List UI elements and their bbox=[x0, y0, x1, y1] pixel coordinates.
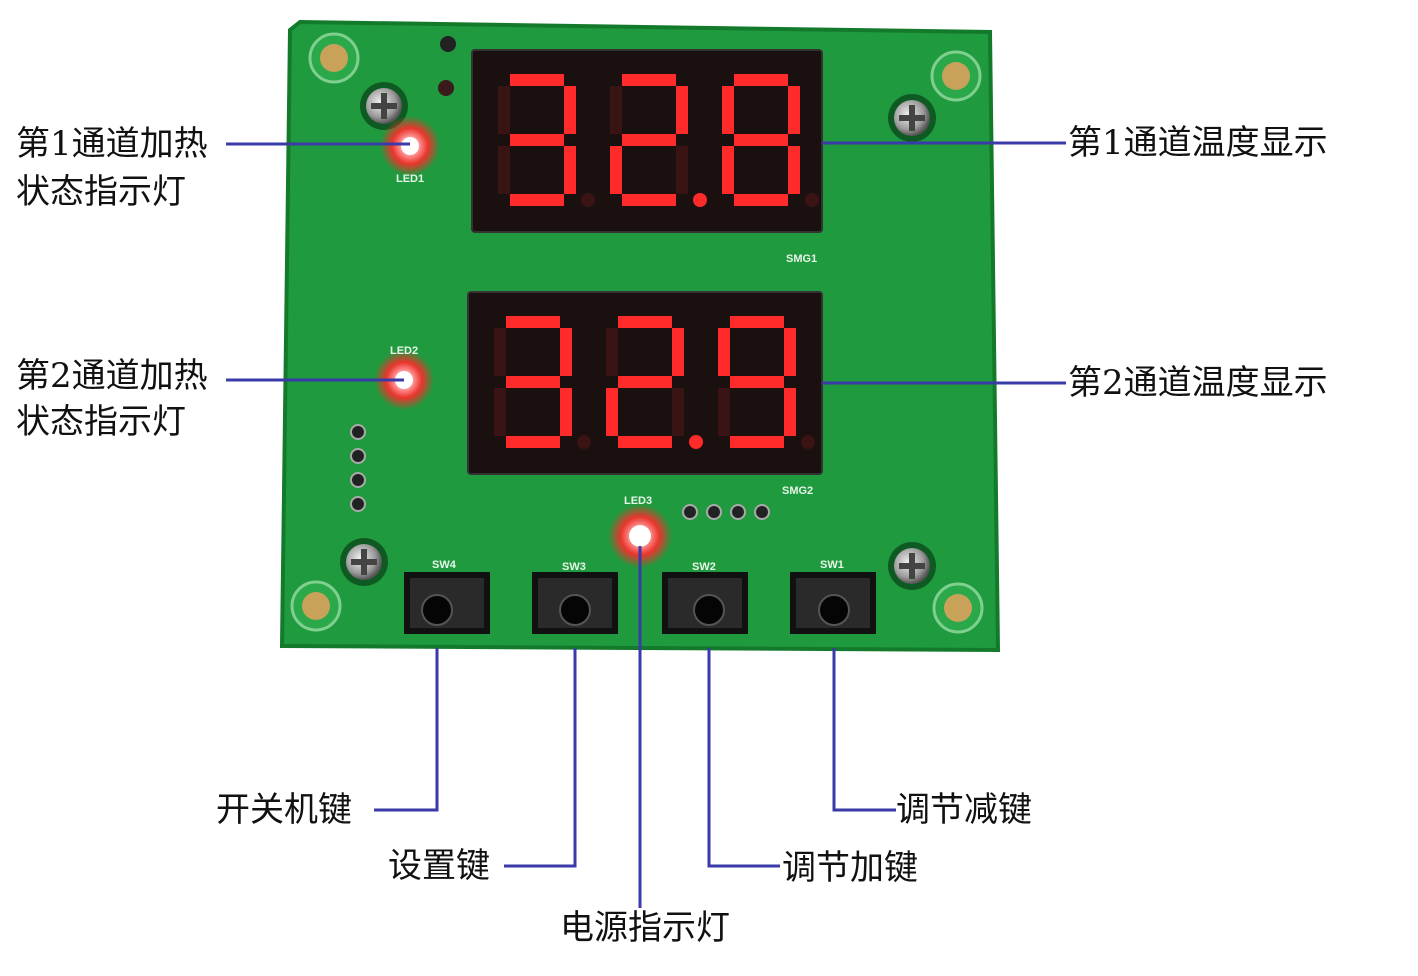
segment-a bbox=[510, 74, 564, 86]
segment-a bbox=[618, 316, 672, 328]
silk-sw2: SW2 bbox=[692, 561, 716, 573]
silk-smg1: SMG1 bbox=[786, 253, 817, 265]
segment-d bbox=[622, 194, 676, 206]
screw-icon bbox=[888, 94, 936, 142]
decimal-point bbox=[689, 435, 703, 449]
digit-1 bbox=[494, 316, 591, 449]
leader-sw1 bbox=[832, 648, 896, 812]
screw-icon bbox=[340, 538, 388, 586]
label-power-key: 开关机键 bbox=[216, 790, 352, 830]
segment-c bbox=[672, 388, 684, 436]
display-2-digits bbox=[494, 316, 815, 449]
led3-power-indicator bbox=[608, 504, 672, 568]
segment-d bbox=[734, 194, 788, 206]
segment-b bbox=[564, 86, 576, 134]
segment-e bbox=[494, 388, 506, 436]
decimal-point bbox=[581, 193, 595, 207]
segment-d bbox=[510, 194, 564, 206]
segment-f bbox=[610, 86, 622, 134]
digit-2 bbox=[610, 74, 707, 207]
display-1-digits bbox=[498, 74, 819, 207]
silk-smg2: SMG2 bbox=[782, 485, 813, 497]
leader-sw4 bbox=[374, 648, 439, 812]
segment-e bbox=[606, 388, 618, 436]
screw-icon bbox=[360, 82, 408, 130]
decimal-point bbox=[805, 193, 819, 207]
label-power-led: 电源指示灯 bbox=[560, 908, 730, 948]
silk-led2: LED2 bbox=[390, 345, 418, 357]
segment-c bbox=[784, 388, 796, 436]
label-ch1-heat-line1: 第1通道加热 bbox=[16, 124, 208, 164]
screw-icon bbox=[888, 542, 936, 590]
segment-f bbox=[606, 328, 618, 376]
segment-a bbox=[506, 316, 560, 328]
label-ch1-heat-line2: 状态指示灯 bbox=[16, 172, 186, 212]
led1-heat-indicator bbox=[380, 116, 440, 176]
label-down-key: 调节减键 bbox=[896, 790, 1032, 830]
segment-c bbox=[788, 146, 800, 194]
silk-sw3: SW3 bbox=[562, 561, 586, 573]
leader-sw3 bbox=[504, 648, 577, 868]
segment-g bbox=[622, 134, 676, 146]
segment-c bbox=[564, 146, 576, 194]
segment-g bbox=[510, 134, 564, 146]
segment-b bbox=[560, 328, 572, 376]
segment-a bbox=[622, 74, 676, 86]
segment-c bbox=[676, 146, 688, 194]
label-ch2-heat-line1: 第2通道加热 bbox=[16, 356, 208, 396]
segment-d bbox=[618, 436, 672, 448]
segment-d bbox=[730, 436, 784, 448]
segment-g bbox=[730, 376, 784, 388]
segment-a bbox=[730, 316, 784, 328]
digit-1 bbox=[498, 74, 595, 207]
label-ch2-heat-line2: 状态指示灯 bbox=[16, 402, 186, 442]
push-button-sw1[interactable] bbox=[790, 572, 876, 634]
decimal-point bbox=[801, 435, 815, 449]
silk-sw4: SW4 bbox=[432, 559, 457, 571]
label-up-key: 调节加键 bbox=[782, 848, 918, 888]
segment-f bbox=[498, 86, 510, 134]
segment-b bbox=[672, 328, 684, 376]
push-button-sw3[interactable] bbox=[532, 572, 618, 634]
silk-led1: LED1 bbox=[396, 173, 424, 185]
header-pins bbox=[682, 504, 770, 520]
label-ch2-temp: 第2通道温度显示 bbox=[1068, 363, 1328, 403]
segment-c bbox=[560, 388, 572, 436]
segment-b bbox=[788, 86, 800, 134]
label-set-key: 设置键 bbox=[388, 846, 490, 886]
segment-e bbox=[498, 146, 510, 194]
mounting-hole-icon bbox=[308, 32, 360, 84]
segment-b bbox=[676, 86, 688, 134]
mounting-hole-icon bbox=[290, 580, 342, 632]
segment-e bbox=[718, 388, 730, 436]
silk-sw1: SW1 bbox=[820, 559, 844, 571]
segment-f bbox=[718, 328, 730, 376]
segment-g bbox=[506, 376, 560, 388]
decimal-point bbox=[577, 435, 591, 449]
decimal-point bbox=[693, 193, 707, 207]
silk-led3: LED3 bbox=[624, 495, 652, 507]
segment-e bbox=[722, 146, 734, 194]
digit-3 bbox=[722, 74, 819, 207]
leader-sw2 bbox=[707, 648, 780, 868]
segment-g bbox=[618, 376, 672, 388]
segment-a bbox=[734, 74, 788, 86]
mounting-hole-icon bbox=[930, 50, 982, 102]
digit-2 bbox=[606, 316, 703, 449]
header-pins bbox=[350, 424, 366, 512]
segment-g bbox=[734, 134, 788, 146]
leader-lines bbox=[226, 141, 1066, 908]
label-ch1-temp: 第1通道温度显示 bbox=[1068, 123, 1328, 163]
push-button-sw4[interactable] bbox=[404, 572, 490, 634]
segment-f bbox=[722, 86, 734, 134]
mounting-hole-icon bbox=[932, 582, 984, 634]
segment-d bbox=[506, 436, 560, 448]
segment-e bbox=[610, 146, 622, 194]
push-button-sw2[interactable] bbox=[662, 572, 748, 634]
digit-3 bbox=[718, 316, 815, 449]
segment-b bbox=[784, 328, 796, 376]
segment-f bbox=[494, 328, 506, 376]
